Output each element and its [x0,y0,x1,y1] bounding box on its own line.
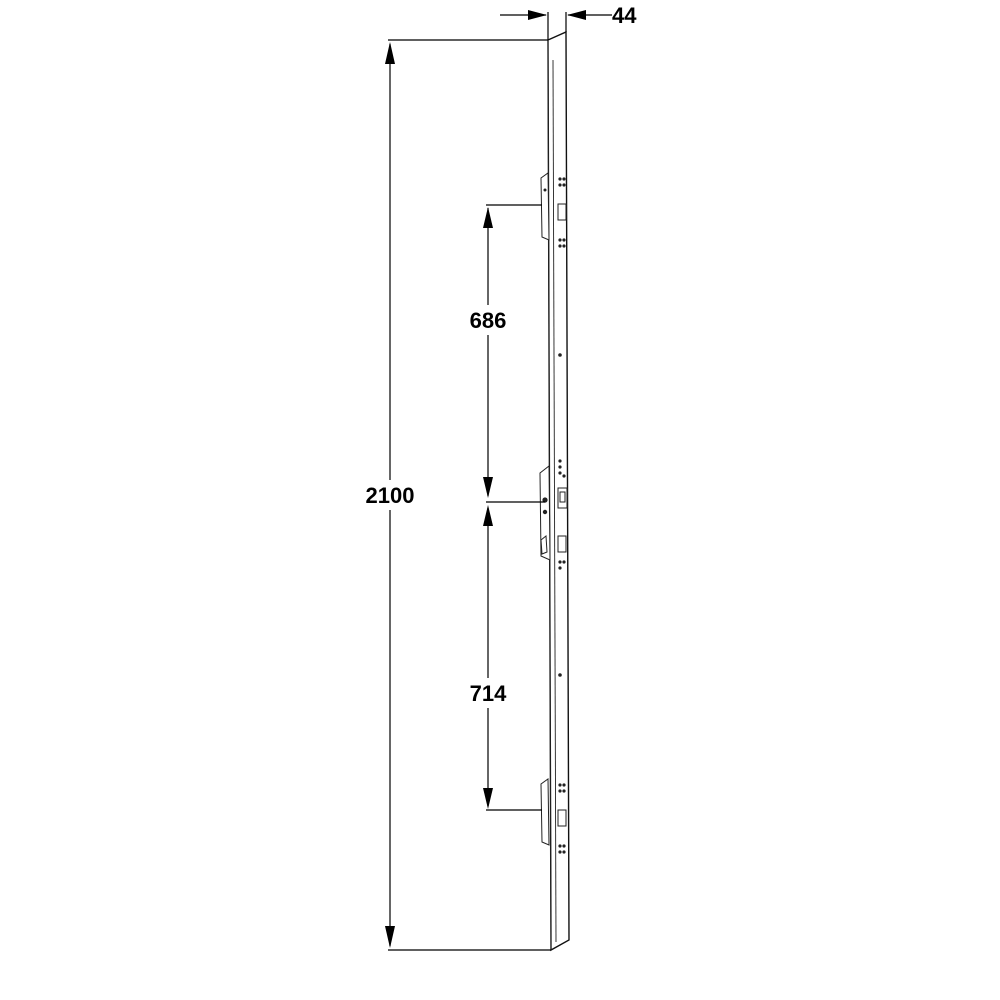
arrow-right-icon [528,10,547,20]
top-spacing-label: 686 [470,308,507,333]
arrow-down-icon [483,788,493,809]
strip-screw-holes [558,353,562,677]
arrow-up-icon [483,505,493,526]
arrow-down-icon [483,477,493,498]
arrow-up-icon [385,42,395,64]
bottom-hook-bolt [540,778,567,854]
arrow-up-icon [483,207,493,228]
bottom-spacing-dimension: 714 [458,505,542,811]
depth-dimension: 44 [500,3,637,40]
center-gearbox [539,459,568,570]
height-total-label: 2100 [366,483,415,508]
bottom-spacing-label: 714 [470,681,507,706]
arrow-down-icon [385,926,395,948]
top-spacing-dimension: 686 [458,204,545,503]
top-hook-bolt [540,172,567,248]
depth-label: 44 [612,3,637,28]
height-dimension: 2100 [355,39,551,951]
arrow-left-icon [567,10,586,20]
